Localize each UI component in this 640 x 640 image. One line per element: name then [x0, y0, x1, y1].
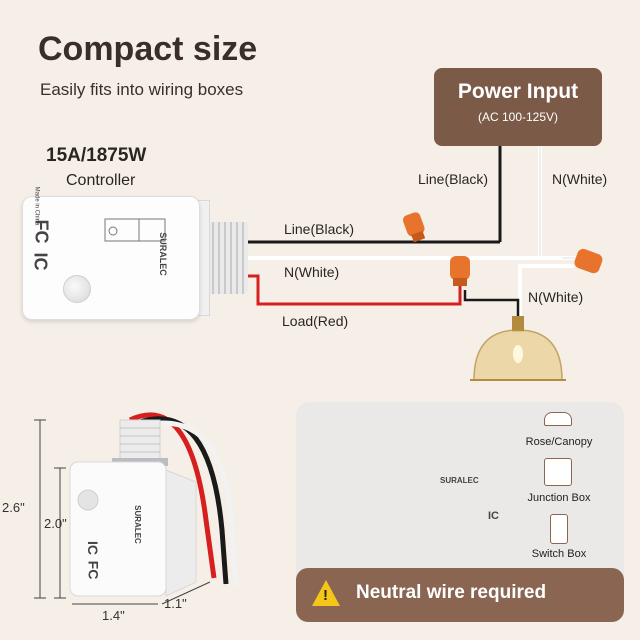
controller-rating: 15A/1875W [46, 145, 147, 166]
n-white-device-label: N(White) [284, 264, 340, 280]
wire-connector-load [450, 256, 470, 286]
warning-icon [312, 580, 340, 606]
bottom-device-ic-mark: IC [85, 541, 101, 555]
dim-height-total: 2.6" [2, 500, 25, 515]
load-red-wire [248, 274, 462, 306]
wire-connector-line [402, 212, 426, 243]
neutral-notice-text: Neutral wire required [356, 582, 547, 603]
n-white-wire-top-outline [539, 146, 584, 259]
lamp-black-wire [463, 290, 520, 320]
bottom-device-sensor [77, 489, 99, 511]
dim-line-depth [161, 581, 211, 605]
line-black-device-label: Line(Black) [284, 221, 355, 237]
bottom-device-stem [119, 419, 161, 461]
dim-depth: 1.1" [164, 596, 187, 611]
neutral-notice-bar: ! Neutral wire required [296, 568, 624, 622]
junction-device-brand: SURALEC [440, 476, 479, 485]
page-title: Compact size [38, 30, 258, 68]
n-white-lamp-label: N(White) [528, 289, 584, 305]
controller-label: Controller [66, 172, 136, 189]
bottom-device-white-wire [149, 420, 239, 587]
bottom-device-black-wire [139, 416, 229, 585]
line-black-top-label: Line(Black) [418, 171, 489, 187]
page-subtitle: Easily fits into wiring boxes [40, 80, 244, 99]
controller-body: FC IC SURALEC Made in China [22, 187, 200, 320]
controller-made-in: Made in China [33, 186, 40, 226]
controller-terminal-schematic [104, 218, 166, 242]
switch-box-label: Switch Box [531, 548, 587, 560]
junction-device-ic: IC [488, 510, 499, 522]
n-white-wire-top [538, 146, 584, 260]
warning-exclamation: ! [323, 587, 328, 604]
bottom-device-brand: SURALEC [132, 505, 142, 544]
controller-sensor [63, 275, 91, 303]
wire-connector-neutral [574, 248, 603, 274]
dim-height-body: 2.0" [44, 516, 67, 531]
controller-threaded-stem [208, 222, 248, 294]
bottom-device-fc-mark: FC [85, 560, 102, 580]
junction-box-label: Junction Box [527, 492, 591, 504]
power-input-box: Power Input (AC 100-125V) [434, 68, 602, 146]
rose-canopy-icon [544, 412, 572, 426]
bottom-device-red-wire [128, 412, 217, 579]
n-white-wire-lamp [518, 264, 574, 316]
pendant-lamp-icon [470, 316, 566, 381]
n-white-top-label: N(White) [552, 171, 608, 187]
load-red-label: Load(Red) [282, 313, 349, 329]
dim-width: 1.4" [102, 608, 125, 623]
power-input-subtitle: (AC 100-125V) [477, 110, 559, 124]
switch-box-icon [550, 514, 568, 544]
rose-canopy-label: Rose/Canopy [525, 436, 593, 448]
power-input-title: Power Input [457, 80, 579, 103]
junction-box-icon [544, 458, 572, 486]
controller-ic-mark: IC [30, 252, 51, 271]
